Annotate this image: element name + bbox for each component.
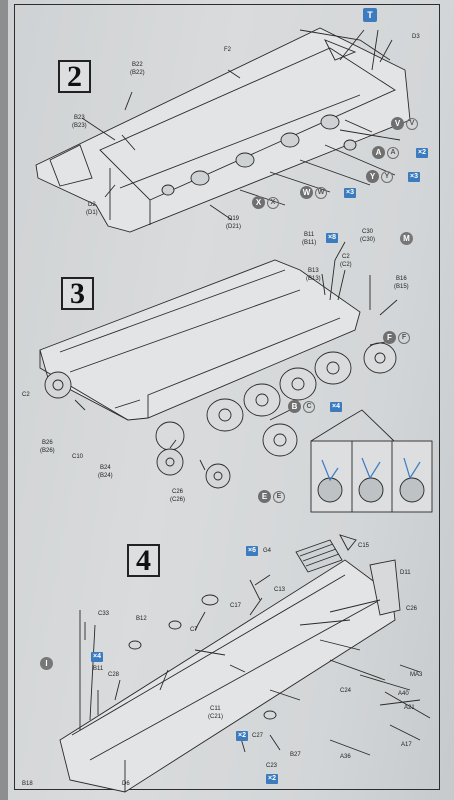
callout-v-letter: V	[391, 117, 404, 130]
qty-x2-b: ×2	[266, 774, 278, 784]
label-c26-paren: (C26)	[170, 497, 186, 503]
label-c13: C13	[274, 587, 286, 593]
label-b22-paren: (B22)	[130, 70, 145, 76]
label-b18: B18	[22, 781, 33, 787]
label-b24-paren: (B24)	[98, 473, 113, 479]
label-d2: D2	[88, 202, 96, 208]
label-d3: D3	[412, 34, 420, 40]
qty-y: ×3	[408, 172, 420, 182]
callout-e-paren: E	[273, 490, 285, 503]
label-b27: B27	[290, 752, 301, 758]
label-c24: C24	[340, 688, 352, 694]
label-c11: C11	[210, 706, 221, 712]
label-c30-paren: (C30)	[360, 237, 376, 243]
callout-f: F F	[383, 331, 410, 344]
qty-x4: ×4	[91, 652, 103, 662]
label-c7: C7	[190, 627, 198, 633]
qty-x6: ×6	[246, 546, 258, 556]
callout-y: Y Y	[366, 170, 393, 183]
label-c27: C27	[252, 733, 264, 739]
label-d19: D19	[228, 216, 240, 222]
label-b23: B23	[74, 115, 85, 121]
callout-f-paren: F	[398, 331, 410, 344]
reference-t-badge: T	[363, 8, 377, 22]
label-b13: B13	[308, 268, 319, 274]
callout-v: V V	[391, 117, 418, 130]
reference-i-mark: I	[40, 657, 53, 670]
callout-y-paren: Y	[381, 170, 393, 183]
callout-e: E E	[258, 490, 285, 503]
label-b22: B22	[132, 62, 143, 68]
callout-a-letter: A	[372, 146, 385, 159]
label-c28: C28	[108, 672, 120, 678]
label-b23-paren: (B23)	[72, 123, 87, 129]
label-c2-upper: C2	[342, 254, 350, 260]
label-g4: G4	[263, 548, 272, 554]
label-d11: D11	[400, 570, 411, 576]
label-c30: C30	[362, 229, 374, 235]
callout-x-paren: X	[267, 196, 279, 209]
callout-f-letter: F	[383, 331, 396, 344]
callout-e-letter: E	[258, 490, 271, 503]
label-f2: F2	[224, 47, 232, 53]
callout-x: X X	[252, 196, 279, 209]
callout-v-paren: V	[406, 117, 418, 130]
label-c23: C23	[266, 763, 278, 769]
label-b26-paren: (B26)	[40, 448, 55, 454]
callout-x-letter: X	[252, 196, 265, 209]
callout-w-letter: W	[300, 186, 313, 199]
label-a21: A21	[404, 705, 415, 711]
label-c33: C33	[98, 611, 110, 617]
qty-x2-a: ×2	[236, 731, 248, 741]
callout-a-paren: A	[387, 146, 399, 159]
page-border	[14, 4, 440, 790]
label-a36: A36	[340, 754, 351, 760]
label-c21-paren: (C21)	[208, 714, 224, 720]
label-d6: D6	[122, 781, 130, 787]
label-b12: B12	[136, 616, 147, 622]
qty-b: ×4	[330, 402, 342, 412]
label-c10: C10	[72, 454, 84, 460]
label-b13-paren: (B13)	[306, 276, 321, 282]
callout-y-letter: Y	[366, 170, 379, 183]
label-c17: C17	[230, 603, 242, 609]
qty-a: ×2	[416, 148, 428, 158]
step-number-2: 2	[58, 60, 91, 93]
label-b11-step4: B11	[93, 666, 104, 672]
label-c26-step4: C26	[406, 606, 418, 612]
label-b11: B11	[304, 232, 315, 238]
label-d21-paren: (D21)	[226, 224, 242, 230]
label-c2: C2	[22, 392, 30, 398]
step-number-4: 4	[127, 544, 160, 577]
callout-a: A A	[372, 146, 399, 159]
callout-w-paren: W	[315, 186, 327, 199]
step-number-3: 3	[61, 277, 94, 310]
label-b11-paren: (B11)	[302, 240, 317, 246]
label-d1-paren: (D1)	[86, 210, 98, 216]
callout-b-paren: C	[303, 400, 315, 413]
label-ma3: MA3	[410, 672, 423, 678]
callout-w: W W	[300, 186, 327, 199]
qty-x8: ×8	[326, 233, 338, 243]
label-a40: A40	[398, 691, 409, 697]
label-b26: B26	[42, 440, 53, 446]
callout-b: B C	[288, 400, 315, 413]
label-b16: B16	[396, 276, 407, 282]
label-c2-upper-paren: (C2)	[340, 262, 352, 268]
label-b15-paren: (B15)	[394, 284, 409, 290]
label-b24: B24	[100, 465, 111, 471]
label-c26: C26	[172, 489, 184, 495]
qty-w: ×3	[344, 188, 356, 198]
callout-b-letter: B	[288, 400, 301, 413]
reference-m-mark: M	[400, 232, 413, 245]
label-a17: A17	[401, 742, 412, 748]
label-c15: C15	[358, 543, 370, 549]
